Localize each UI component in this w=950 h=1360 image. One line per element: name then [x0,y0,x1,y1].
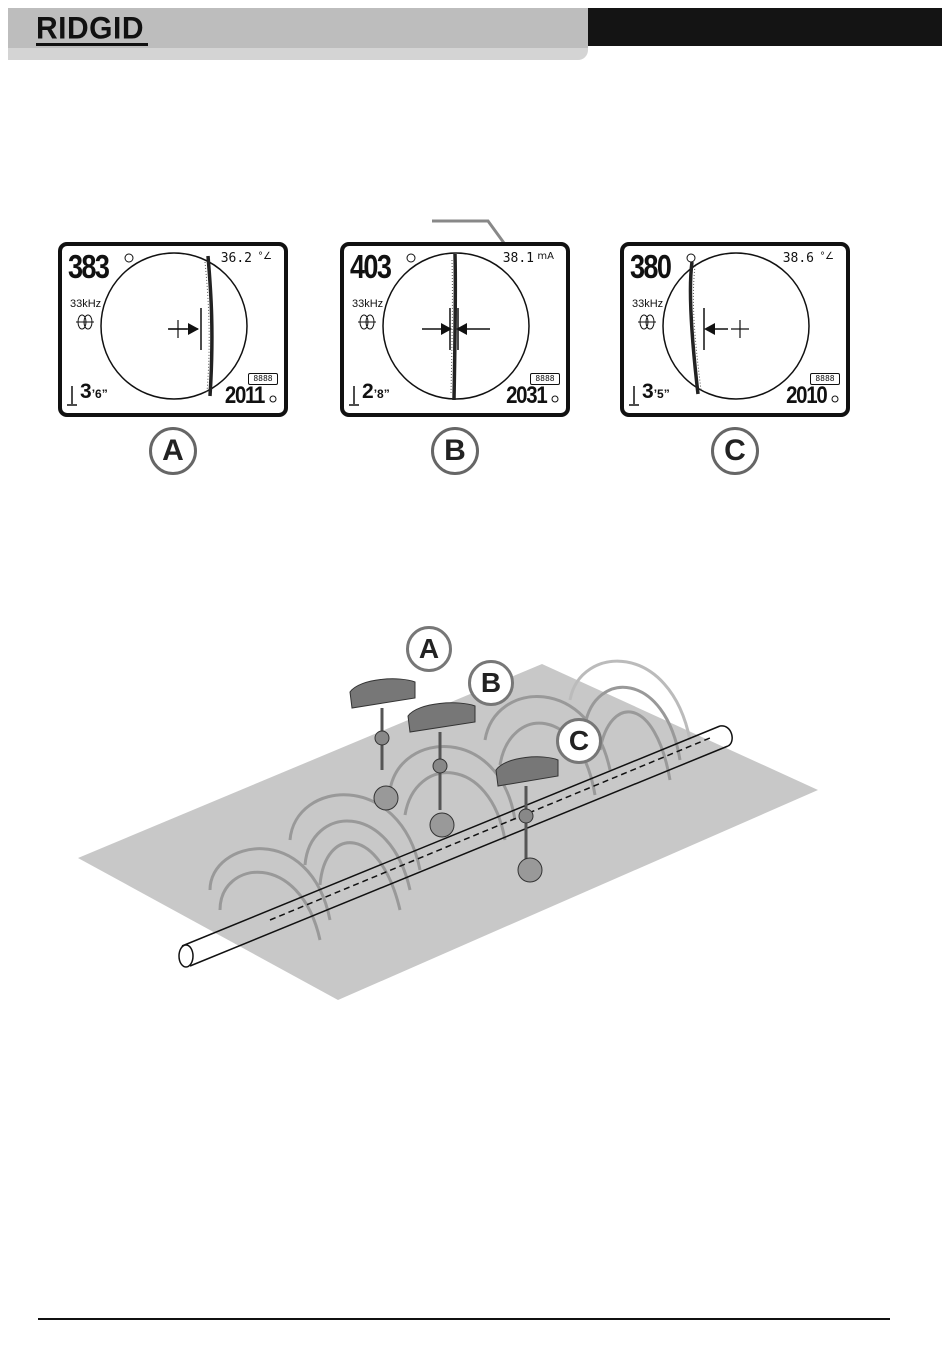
signal-strength: 383 [68,248,108,286]
depth-readout: 3’5” [632,380,670,404]
signal-value: 2010 [786,382,826,410]
frequency-label: 33kHz [632,298,663,310]
signal-strength: 403 [350,248,390,286]
display-c: 380 38.6 °∠ 33kHz 8888 3’5” 2010 [620,242,850,417]
scene-label-b: B [468,660,514,706]
signal-strength: 380 [630,248,670,286]
frequency-label: 33kHz [352,298,383,310]
signal-value: 2011 [225,382,264,410]
depth-feet: 3 [642,380,654,403]
scene-label-c: C [556,718,602,764]
display-b: 403 38.1 mA 33kHz 8888 2’8” 2031 [340,242,570,417]
frequency-label: 33kHz [70,298,101,310]
scene-label-a: A [406,626,452,672]
depth-inches: 5 [657,387,664,401]
depth-feet: 3 [80,380,92,403]
footer-rule [38,1318,890,1320]
depth-feet: 2 [362,380,374,403]
depth-inches: 6 [95,387,102,401]
angle-value: 36.2 [221,251,252,266]
display-a: 383 36.2 °∠ 33kHz 8888 3’6” 2011 [58,242,288,417]
angle-value: 38.6 [783,251,814,266]
signal-value: 2031 [506,382,546,410]
angle-unit: °∠ [820,251,834,262]
current-value: 38.1 [503,251,534,266]
depth-inches: 8 [377,387,384,401]
depth-readout: 2’8” [352,380,390,404]
locating-scene-illustration [70,620,850,1020]
label-b: B [431,427,479,475]
current-unit: mA [537,251,554,262]
label-a: A [149,427,197,475]
angle-unit: °∠ [258,251,272,262]
depth-readout: 3’6” [70,380,108,404]
label-c: C [711,427,759,475]
